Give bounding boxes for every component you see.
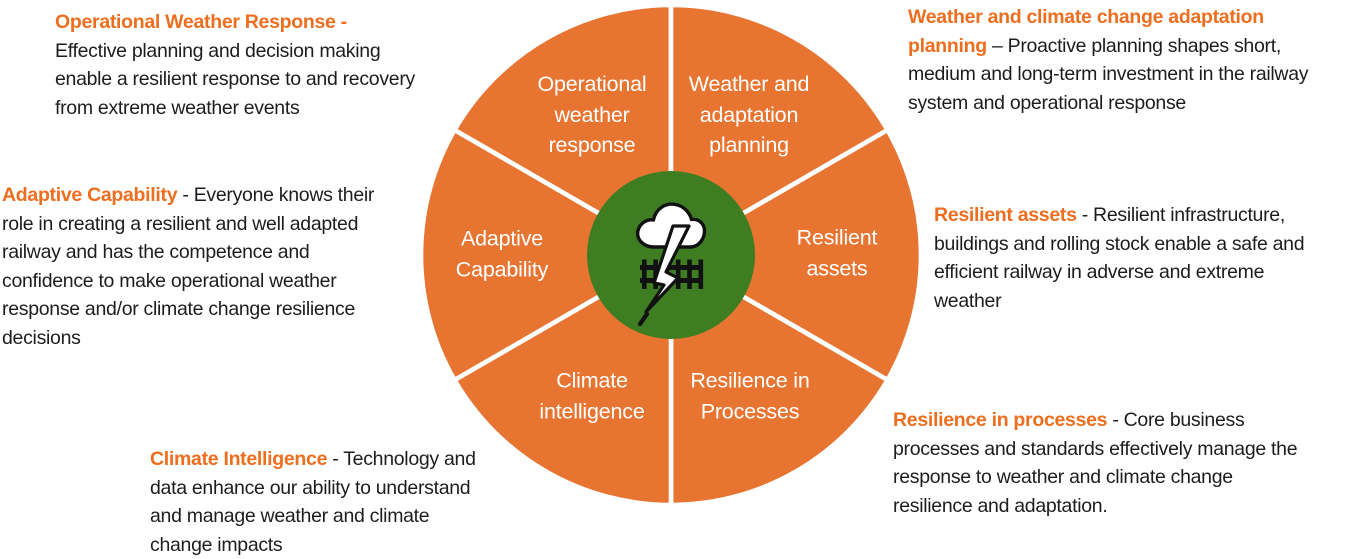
wheel-label-resilience-in-processes: Resilience in Processes [690,368,810,423]
annotation-body: - Technology and data enhance our abilit… [150,448,476,556]
annotation-resilience-in-processes: Resilience in processes - Core business … [893,406,1307,520]
annotation-climate-intelligence: Climate Intelligence - Technology and da… [150,445,492,559]
wheel-label-adaptive-capability: Adaptive Capability [455,226,549,281]
annotation-resilient-assets: Resilient assets - Resilient infrastruct… [934,201,1308,315]
annotation-body: - Core business processes and standards … [893,409,1298,517]
annotation-body: Effective planning and decision making e… [55,39,415,119]
wheel-segment-resilient-assets [668,127,924,383]
annotation-body: - Everyone knows their role in creating … [2,184,375,349]
annotation-heading: Resilience in processes [893,409,1108,431]
lightning-fleck-icon [637,311,650,327]
annotation-heading: Operational Weather Response - [55,11,347,33]
wheel-label-operational-weather-response: Operational weather response [537,72,647,158]
storm-over-railway-icon [635,202,707,327]
lightning-bolt-icon [644,224,691,314]
wheel-label-climate-intelligence: Climate intelligence [539,368,645,423]
annotation-heading: Adaptive Capability [2,184,178,206]
cloud-icon [635,202,707,249]
annotation-adaptive-capability: Adaptive Capability - Everyone knows the… [2,181,380,352]
annotation-body: – Proactive planning shapes short, mediu… [908,34,1309,114]
annotation-heading: Resilient assets [934,204,1077,226]
annotation-operational-weather-response: Operational Weather Response - Effective… [55,8,423,122]
wheel-label-weather-and-adaptation-planning: Weather and adaptation planning [688,72,810,158]
annotation-body: - Resilient infrastructure, buildings an… [934,204,1305,312]
annotation-heading: Climate Intelligence [150,448,328,470]
wheel-segment-adaptive-capability [418,127,674,383]
annotation-heading: Weather and climate change adaptation pl… [908,6,1264,57]
annotation-weather-adaptation-planning: Weather and climate change adaptation pl… [908,3,1320,117]
wheel-label-resilient-assets: Resilient assets [796,225,878,280]
